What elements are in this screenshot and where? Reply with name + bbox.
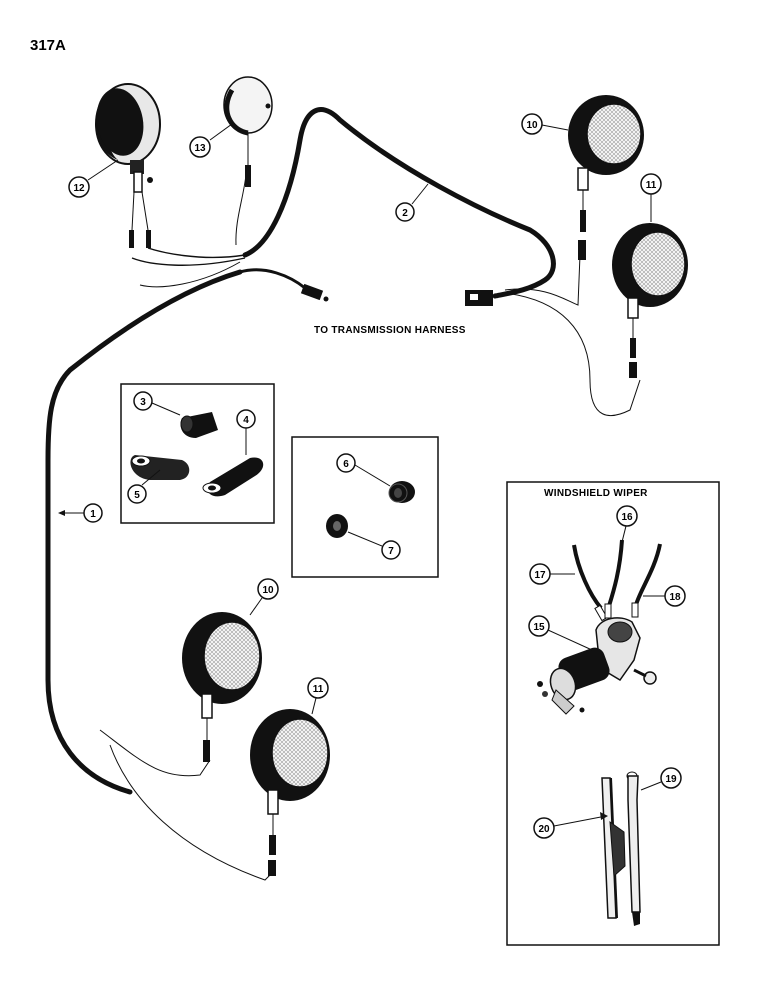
wiper-wire-18	[631, 543, 662, 618]
svg-text:17: 17	[534, 570, 546, 581]
callout-10-upper: 10	[521, 113, 569, 135]
callout-16: 16	[616, 505, 638, 543]
cab-wire-branch-2	[131, 257, 246, 266]
cab-wire-branch-3	[139, 261, 241, 288]
svg-text:10: 10	[262, 585, 274, 596]
transmission-harness-caption: TO TRANSMISSION HARNESS	[314, 325, 466, 336]
clip-parts-box	[120, 383, 275, 524]
clip-4	[202, 457, 264, 497]
svg-text:19: 19	[665, 774, 677, 785]
callout-19: 19	[640, 767, 682, 791]
cab-wire-branch-5	[504, 254, 581, 306]
cab-harness-connector	[465, 290, 493, 306]
warning-lamp-13	[223, 76, 273, 187]
wiper-wire-17	[572, 544, 608, 622]
svg-text:12: 12	[73, 183, 85, 194]
cab-wire-branch-1	[147, 247, 246, 259]
callout-12: 12	[68, 159, 119, 198]
callout-18: 18	[643, 585, 686, 607]
svg-text:11: 11	[313, 684, 324, 695]
wiper-motor-15	[537, 617, 657, 715]
callout-4: 4	[236, 409, 256, 455]
grommet-parts-box	[291, 436, 439, 578]
cab-wire-branch-6	[504, 292, 641, 416]
lower-lamp-wire-b	[109, 744, 276, 881]
callout-20: 20	[533, 812, 608, 839]
callout-6: 6	[336, 453, 391, 487]
callout-11-lower: 11	[307, 677, 329, 715]
svg-text:13: 13	[194, 143, 206, 154]
svg-text:5: 5	[134, 490, 140, 501]
clip-3	[180, 412, 218, 438]
callout-17: 17	[529, 563, 575, 585]
svg-text:7: 7	[388, 546, 394, 557]
grommet-7	[326, 514, 348, 538]
callout-7: 7	[347, 531, 401, 560]
callout-1: 1	[58, 503, 103, 523]
page-number: 317A	[30, 37, 66, 54]
callout-5: 5	[127, 469, 161, 504]
work-lamp-10-upper	[568, 95, 644, 260]
svg-text:18: 18	[669, 592, 681, 603]
clip-5	[130, 455, 190, 480]
svg-text:11: 11	[646, 180, 657, 191]
work-lamp-10-lower	[182, 612, 262, 762]
svg-text:3: 3	[140, 397, 146, 408]
callout-13: 13	[189, 123, 233, 158]
wiper-arm-19	[626, 771, 641, 926]
work-lamp-11-lower	[250, 709, 330, 876]
work-lamp-11-upper	[612, 223, 688, 378]
svg-text:2: 2	[402, 208, 408, 219]
main-harness-wire	[45, 269, 243, 795]
svg-text:20: 20	[538, 824, 550, 835]
cab-wire-branch-4	[235, 174, 247, 246]
svg-text:4: 4	[243, 415, 249, 426]
flood-lamp-12	[95, 83, 161, 248]
callout-2: 2	[395, 183, 429, 222]
main-harness-wire-top	[239, 268, 306, 290]
grommet-6	[388, 481, 415, 503]
svg-text:16: 16	[621, 512, 633, 523]
callout-10-lower: 10	[249, 578, 279, 616]
svg-text:6: 6	[343, 459, 349, 470]
callout-3: 3	[133, 391, 181, 416]
callout-11-upper: 11	[640, 173, 662, 222]
wiper-wire-16	[604, 539, 624, 619]
lower-lamp-wire-a	[99, 729, 211, 777]
wiper-blade-20	[601, 777, 626, 919]
windshield-wiper-caption: WINDSHIELD WIPER	[544, 488, 648, 499]
svg-text:15: 15	[533, 622, 545, 633]
svg-text:10: 10	[526, 120, 538, 131]
callout-15: 15	[528, 615, 593, 651]
svg-text:1: 1	[90, 509, 96, 520]
cab-harness-wire	[242, 107, 556, 299]
main-harness-connector	[300, 283, 324, 301]
windshield-wiper-box	[506, 481, 720, 946]
